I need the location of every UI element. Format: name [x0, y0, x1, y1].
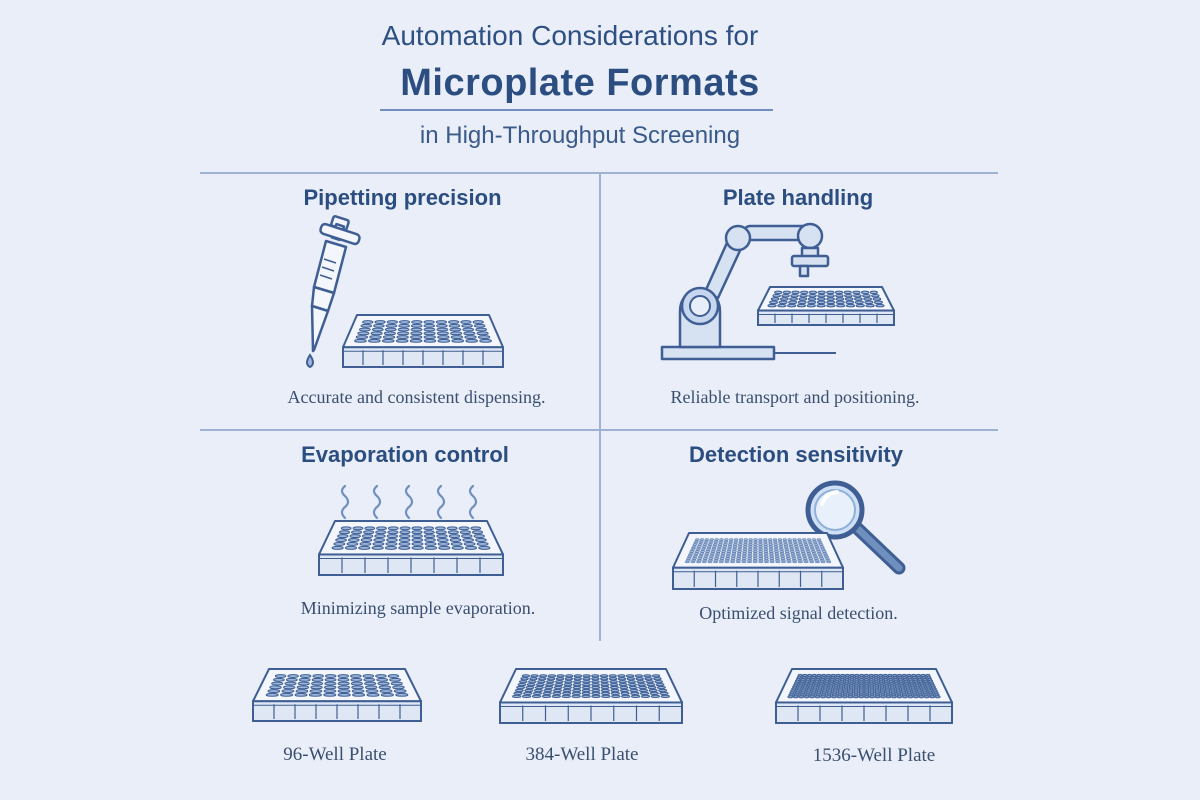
plate-pipetting-icon [342, 314, 504, 369]
quadrant-title-pipetting: Pipetting precision [303, 185, 502, 210]
quadrant-caption-pipetting: Accurate and consistent dispensing. [287, 387, 546, 407]
quadrant-caption-handling: Reliable transport and positioning. [670, 387, 920, 407]
quadrant-caption-detection: Optimized signal detection. [699, 603, 898, 623]
plate-label-1536: 1536-Well Plate [812, 745, 936, 766]
plate-evaporation-icon [318, 520, 504, 576]
plate-384-icon [499, 668, 683, 724]
subtitle: in High-Throughput Screening [419, 122, 741, 149]
evaporation-icon [340, 484, 478, 520]
title-line-1: Automation Considerations for [381, 20, 759, 51]
plate-label-96: 96-Well Plate [283, 744, 387, 765]
plate-detection-icon [672, 532, 844, 591]
plate-handling-icon [757, 286, 895, 326]
magnifier-icon [805, 480, 906, 575]
quadrant-title-evaporation: Evaporation control [301, 442, 509, 467]
plate-label-384: 384-Well Plate [525, 744, 639, 765]
pipette-icon [306, 215, 361, 369]
plate-1536-icon [775, 668, 953, 724]
plate-96-icon [252, 668, 422, 723]
quadrant-title-handling: Plate handling [722, 185, 874, 210]
quadrant-title-detection: Detection sensitivity [689, 442, 903, 467]
page-title: Microplate Formats [400, 62, 760, 104]
divider-vertical [599, 174, 601, 641]
divider-top [200, 172, 998, 174]
quadrant-caption-evaporation: Minimizing sample evaporation. [300, 598, 536, 618]
robot-arm-icon [660, 222, 836, 361]
title-underline [380, 109, 773, 111]
